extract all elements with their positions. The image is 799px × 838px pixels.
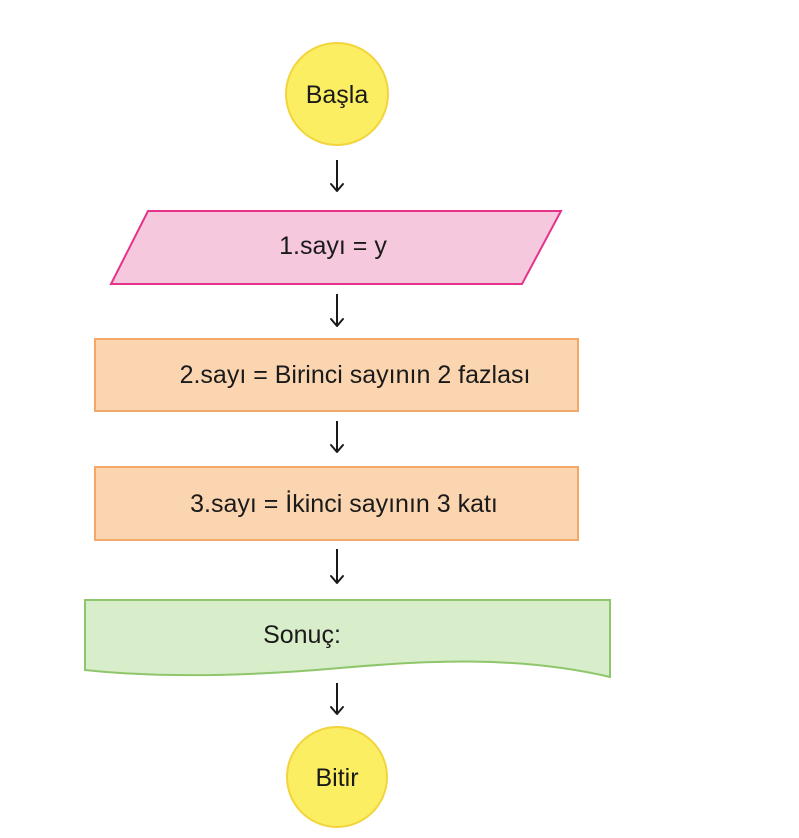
process1-rect [94,338,579,412]
arrow-head [330,318,344,327]
arrow-output-to-end [330,683,344,715]
process-node-2: 3.sayı = İkinci sayının 3 katı [94,466,579,541]
arrow-process1-to-process2 [330,421,344,453]
process2-label: 3.sayı = İkinci sayının 3 katı [190,489,498,518]
process-node-1: 2.sayı = Birinci sayının 2 fazlası [94,338,579,412]
arrow-head [330,575,344,584]
output-label: Sonuç: [263,621,341,649]
arrow-head [330,444,344,453]
arrow-head [330,183,344,192]
start-circle [285,42,389,146]
arrow-input-to-process1 [330,294,344,327]
end-node: Bitir [286,726,388,828]
start-label: Başla [306,81,369,109]
end-label: Bitir [315,764,358,792]
process2-rect [94,466,579,541]
output-document-shape [84,599,611,679]
output-node: Sonuç: [84,599,611,679]
input-parallelogram [109,210,563,285]
arrow-head [330,706,344,715]
process1-label: 2.sayı = Birinci sayının 2 fazlası [180,361,531,389]
input-node: 1.sayı = y [109,210,563,285]
end-circle [286,726,388,828]
arrow-process2-to-output [330,549,344,584]
start-node: Başla [285,42,389,146]
input-label: 1.sayı = y [279,232,387,260]
arrow-start-to-input [330,160,344,192]
